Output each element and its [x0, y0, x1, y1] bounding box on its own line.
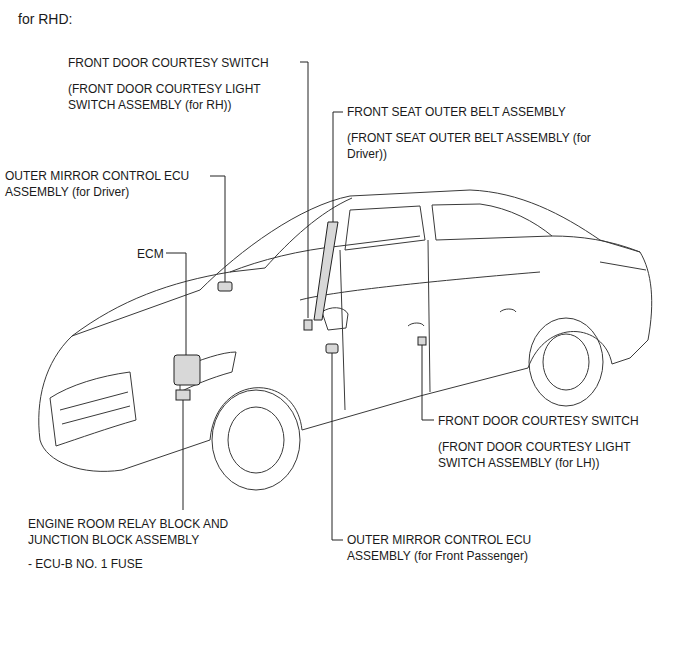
- part-label: (FRONT SEAT OUTER BELT ASSEMBLY (for Dri…: [347, 130, 609, 162]
- mirror-ecu-mark: [326, 344, 338, 353]
- mirror-ecu-mark: [218, 282, 232, 291]
- part-label: (FRONT DOOR COURTESY LIGHT SWITCH ASSEMB…: [68, 81, 303, 113]
- part-label: FRONT DOOR COURTESY SWITCH: [68, 55, 308, 71]
- ecm-mark: [174, 355, 200, 385]
- part-label: FRONT DOOR COURTESY SWITCH: [438, 413, 678, 429]
- leader-line: [422, 345, 434, 420]
- leader-line: [183, 400, 184, 510]
- part-label: OUTER MIRROR CONTROL ECU ASSEMBLY (for D…: [5, 168, 210, 200]
- part-label: ENGINE ROOM RELAY BLOCK AND JUNCTION BLO…: [28, 516, 290, 548]
- part-label: ECM: [137, 246, 177, 262]
- leader-line: [300, 62, 308, 318]
- leader-line: [210, 176, 225, 282]
- page-title: for RHD:: [18, 10, 72, 28]
- relay-block-mark: [176, 390, 190, 400]
- leader-line: [332, 353, 343, 540]
- courtesy-switch-mark: [418, 337, 426, 345]
- courtesy-switch-mark: [304, 320, 312, 330]
- part-label: OUTER MIRROR CONTROL ECU ASSEMBLY (for F…: [347, 532, 562, 564]
- leader-line: [166, 253, 186, 355]
- part-label: FRONT SEAT OUTER BELT ASSEMBLY: [347, 104, 647, 120]
- part-label: (FRONT DOOR COURTESY LIGHT SWITCH ASSEMB…: [438, 439, 673, 471]
- component-marks: [174, 222, 426, 400]
- part-label: - ECU-B NO. 1 FUSE: [28, 556, 228, 572]
- seat-belt-mark: [314, 222, 338, 320]
- leader-line: [333, 112, 343, 222]
